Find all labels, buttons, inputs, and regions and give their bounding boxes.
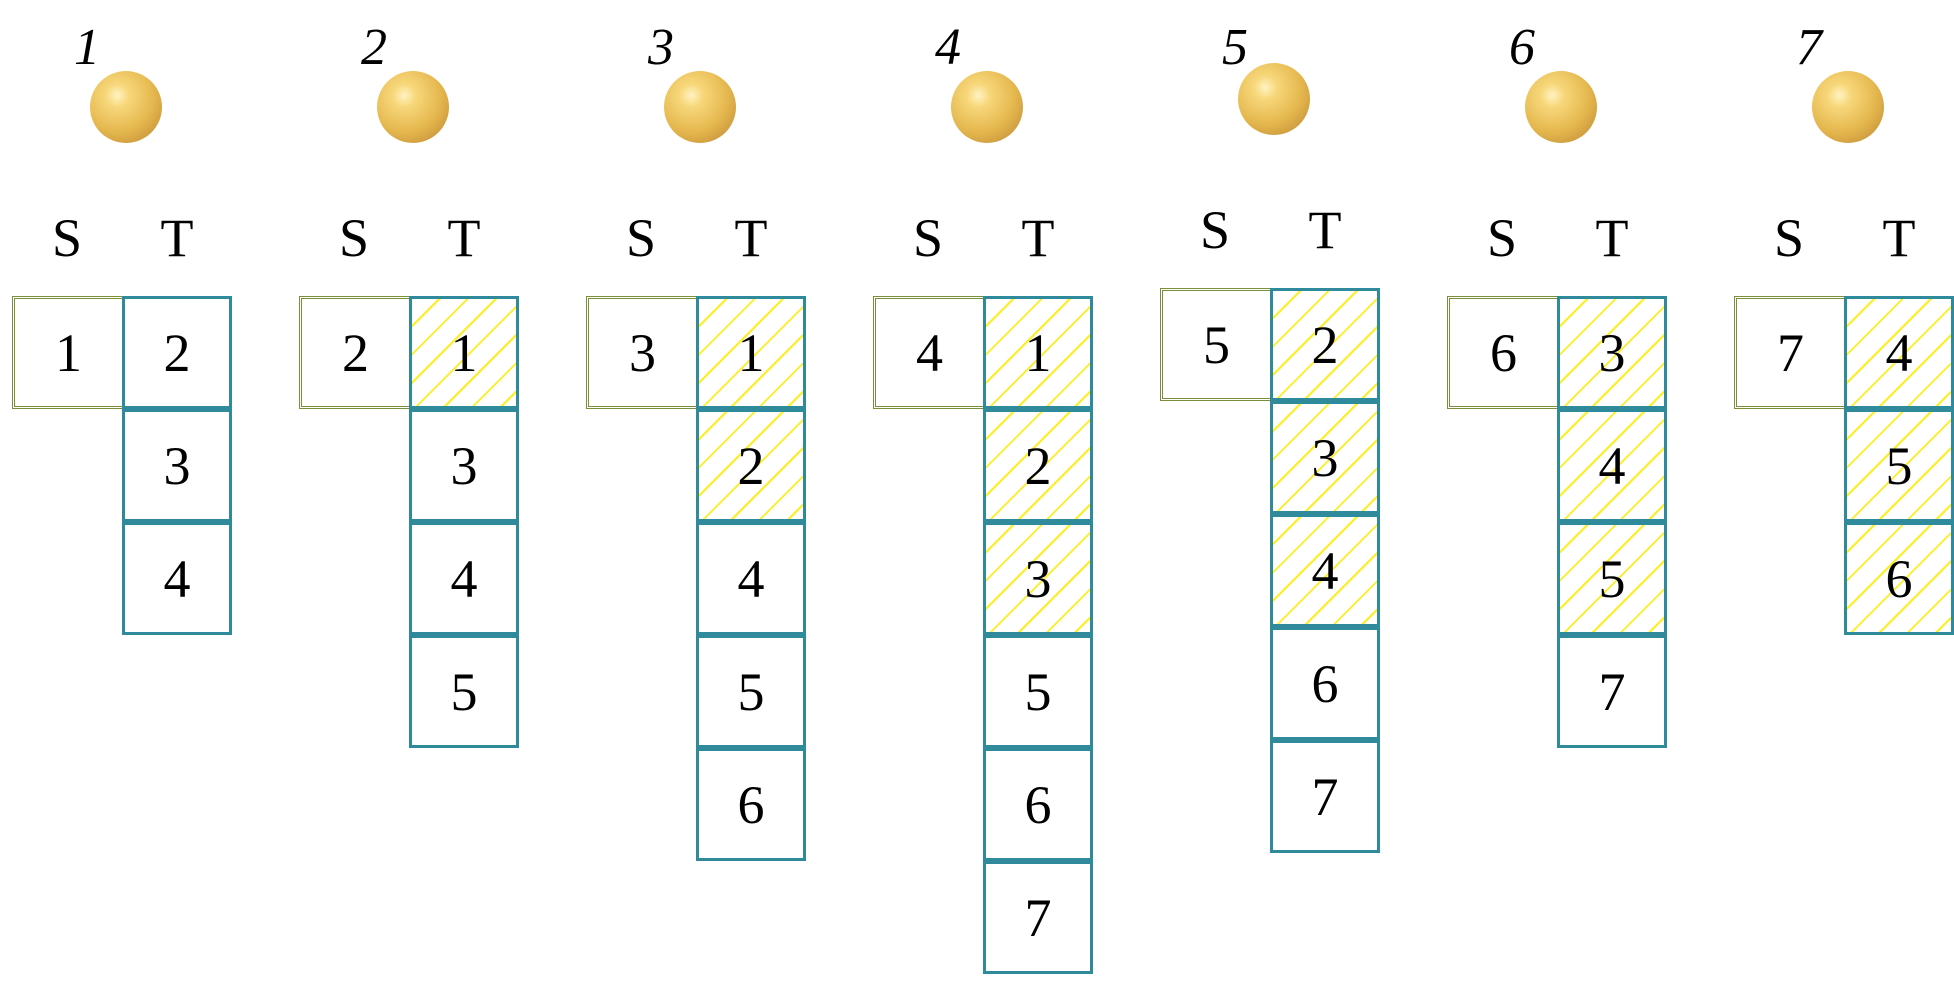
target-cell-hatched: 1 — [983, 296, 1093, 409]
target-cell: 4 — [122, 522, 232, 635]
target-cell: 2 — [122, 296, 232, 409]
ball-icon — [951, 71, 1023, 143]
target-cell-hatched: 5 — [1844, 409, 1954, 522]
target-cell-hatched: 2 — [1270, 288, 1380, 401]
target-cell-hatched: 4 — [1270, 514, 1380, 627]
target-cell: 4 — [696, 522, 806, 635]
source-header: S — [1486, 208, 1518, 268]
target-cell: 7 — [983, 861, 1093, 974]
source-cell: 3 — [586, 296, 696, 409]
target-header: T — [1021, 208, 1055, 268]
source-header: S — [625, 208, 657, 268]
target-cell: 6 — [696, 748, 806, 861]
target-header: T — [1308, 200, 1342, 260]
source-header: S — [51, 208, 83, 268]
target-header: T — [160, 208, 194, 268]
target-cell-hatched: 5 — [1557, 522, 1667, 635]
source-header: S — [912, 208, 944, 268]
target-header: T — [1882, 208, 1916, 268]
target-cell: 7 — [1270, 740, 1380, 853]
ball-icon — [377, 71, 449, 143]
target-cell: 5 — [409, 635, 519, 748]
ball-icon — [1812, 71, 1884, 143]
source-cell: 4 — [873, 296, 983, 409]
target-cell: 3 — [409, 409, 519, 522]
source-header: S — [338, 208, 370, 268]
source-cell: 5 — [1160, 288, 1270, 401]
source-header: S — [1773, 208, 1805, 268]
step-index: 4 — [935, 19, 961, 76]
step-index: 2 — [361, 19, 387, 76]
target-header: T — [734, 208, 768, 268]
target-cell: 7 — [1557, 635, 1667, 748]
target-header: T — [447, 208, 481, 268]
step-index: 6 — [1509, 19, 1535, 76]
ball-icon — [1525, 71, 1597, 143]
step-index: 1 — [74, 19, 100, 76]
target-cell-hatched: 3 — [983, 522, 1093, 635]
target-cell-hatched: 4 — [1557, 409, 1667, 522]
target-header: T — [1595, 208, 1629, 268]
target-cell-hatched: 3 — [1557, 296, 1667, 409]
source-cell: 6 — [1447, 296, 1557, 409]
target-cell-hatched: 3 — [1270, 401, 1380, 514]
target-cell-hatched: 1 — [696, 296, 806, 409]
step-index: 7 — [1796, 19, 1822, 76]
source-header: S — [1199, 200, 1231, 260]
target-cell-hatched: 6 — [1844, 522, 1954, 635]
target-cell-hatched: 4 — [1844, 296, 1954, 409]
target-cell-hatched: 1 — [409, 296, 519, 409]
target-cell: 6 — [983, 748, 1093, 861]
target-cell: 5 — [983, 635, 1093, 748]
ball-icon — [664, 71, 736, 143]
target-cell: 3 — [122, 409, 232, 522]
source-cell: 7 — [1734, 296, 1844, 409]
target-cell: 4 — [409, 522, 519, 635]
target-cell-hatched: 2 — [983, 409, 1093, 522]
ball-icon — [90, 71, 162, 143]
step-index: 5 — [1222, 19, 1248, 76]
target-cell: 6 — [1270, 627, 1380, 740]
target-cell: 5 — [696, 635, 806, 748]
source-cell: 1 — [12, 296, 122, 409]
step-index: 3 — [648, 19, 674, 76]
ball-icon — [1238, 63, 1310, 135]
target-cell-hatched: 2 — [696, 409, 806, 522]
source-cell: 2 — [299, 296, 409, 409]
